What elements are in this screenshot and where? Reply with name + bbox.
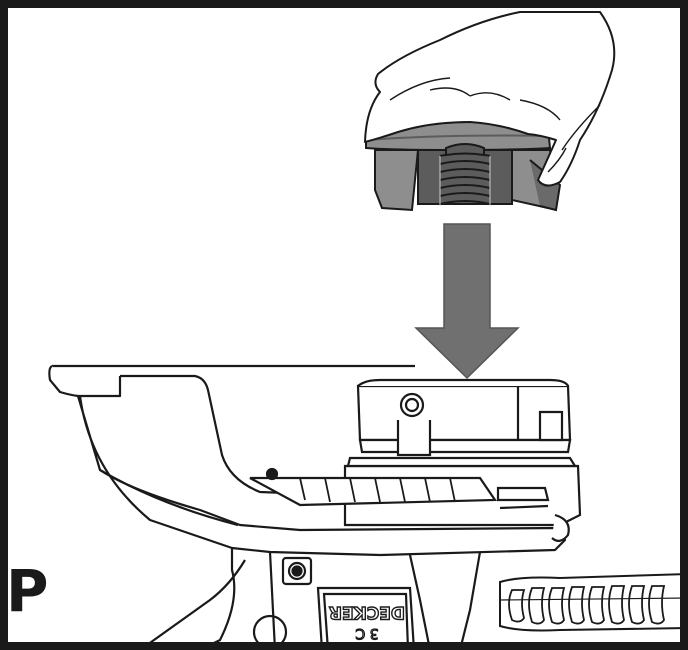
insert-arrow [414, 223, 520, 380]
lower-housing [139, 548, 482, 650]
spool-cylinder [356, 378, 572, 457]
brand-text: DECKER [329, 602, 405, 622]
spool-ridges [508, 585, 666, 625]
spring [439, 152, 491, 206]
hand [364, 11, 616, 187]
line-spool [499, 572, 688, 632]
arrow-shape [414, 223, 520, 380]
step-letter: P [6, 557, 49, 625]
ratchet-teeth [299, 477, 456, 503]
trimmer-body [48, 364, 567, 557]
spool-base [249, 456, 582, 542]
brand-subtext: 3 C [355, 625, 378, 641]
housing-label: DECKER 3 C [328, 601, 405, 641]
